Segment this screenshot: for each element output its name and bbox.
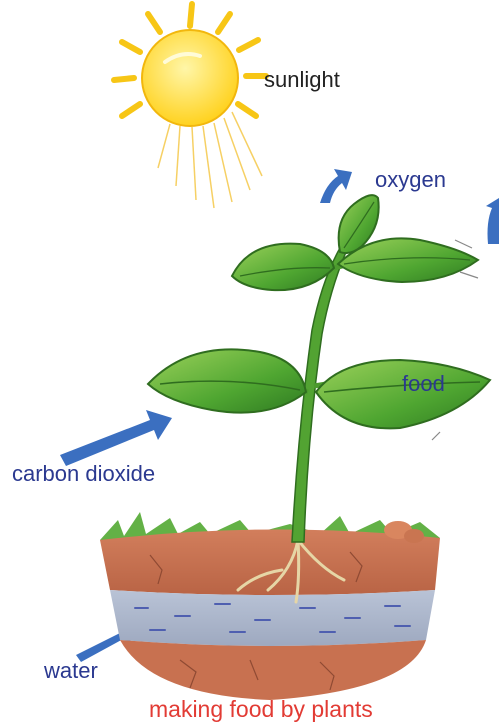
food-label: food	[402, 373, 445, 395]
water-label: water	[44, 660, 98, 682]
soil-icon	[100, 512, 440, 700]
diagram-caption: making food by plants	[149, 698, 373, 721]
carbon-dioxide-label: carbon dioxide	[12, 463, 155, 485]
sun-icon	[114, 4, 266, 208]
sunlight-label: sunlight	[264, 69, 340, 91]
oxygen-label: oxygen	[375, 169, 446, 191]
